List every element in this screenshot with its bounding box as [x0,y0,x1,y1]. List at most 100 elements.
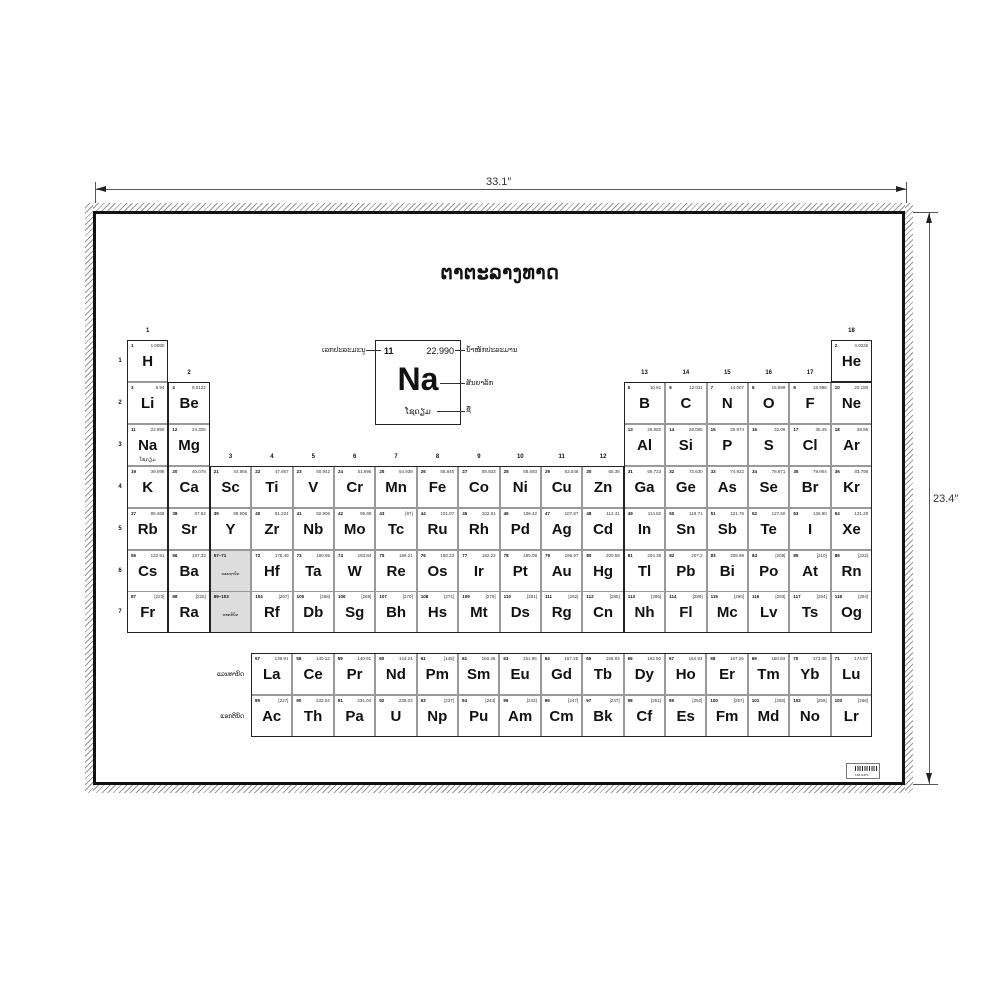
element-cell-am[interactable]: 95[243]Am [499,695,541,737]
element-cell-cn[interactable]: 112[285]Cn [582,591,624,634]
element-cell-ac[interactable]: 89[227]Ac [251,695,293,737]
element-cell-bk[interactable]: 97[247]Bk [582,695,624,737]
element-cell-fm[interactable]: 100[257]Fm [706,695,748,737]
element-cell-es[interactable]: 99[252]Es [665,695,707,737]
element-cell-at[interactable]: 85[210]At [789,549,831,592]
element-cell-ts[interactable]: 117[294]Ts [789,591,831,634]
element-cell-mc[interactable]: 115[290]Mc [706,591,748,634]
element-cell-ds[interactable]: 110[281]Ds [499,591,541,634]
element-cell-fr[interactable]: 87[223]Fr [127,591,169,634]
element-cell-pm[interactable]: 61[145]Pm [416,653,458,695]
element-cell-rf[interactable]: 104[267]Rf [251,591,293,634]
element-cell-mt[interactable]: 109[278]Mt [458,591,500,634]
element-cell-bh[interactable]: 107[270]Bh [375,591,417,634]
element-cell-md[interactable]: 101[258]Md [747,695,790,737]
element-cell-cm[interactable]: 96[247]Cm [540,695,583,737]
element-cell-rn[interactable]: 86[222]Rn [830,549,873,592]
element-cell-sg[interactable]: 106[269]Sg [334,591,376,634]
element-cell-hs[interactable]: 108[271]Hs [416,591,459,634]
element-cell-nh[interactable]: 113[286]Nh [623,591,666,634]
element-cell-ra[interactable]: 88[226]Ra [168,591,210,634]
